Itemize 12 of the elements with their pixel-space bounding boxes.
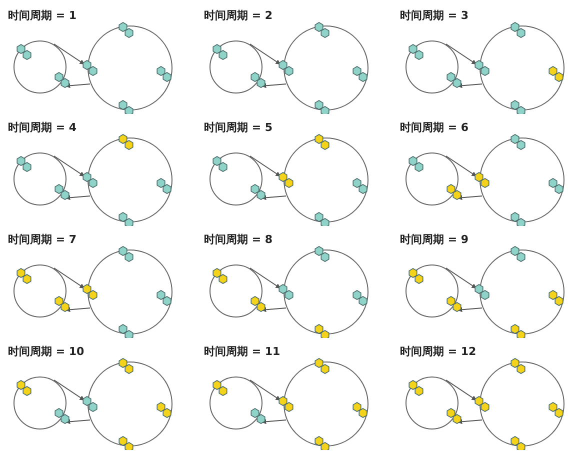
time-period-label: 时间周期 = 10 [8, 344, 84, 359]
time-period-label: 时间周期 = 5 [204, 120, 273, 135]
time-period-label: 时间周期 = 3 [400, 8, 469, 23]
time-period-label: 时间周期 = 11 [204, 344, 280, 359]
time-period-label: 时间周期 = 2 [204, 8, 273, 23]
time-period-label: 时间周期 = 8 [204, 232, 273, 247]
time-period-label: 时间周期 = 7 [8, 232, 77, 247]
time-period-label: 时间周期 = 6 [400, 120, 469, 135]
time-period-label: 时间周期 = 12 [400, 344, 476, 359]
time-period-label: 时间周期 = 1 [8, 8, 77, 23]
time-period-label: 时间周期 = 4 [8, 120, 77, 135]
time-period-label: 时间周期 = 9 [400, 232, 469, 247]
